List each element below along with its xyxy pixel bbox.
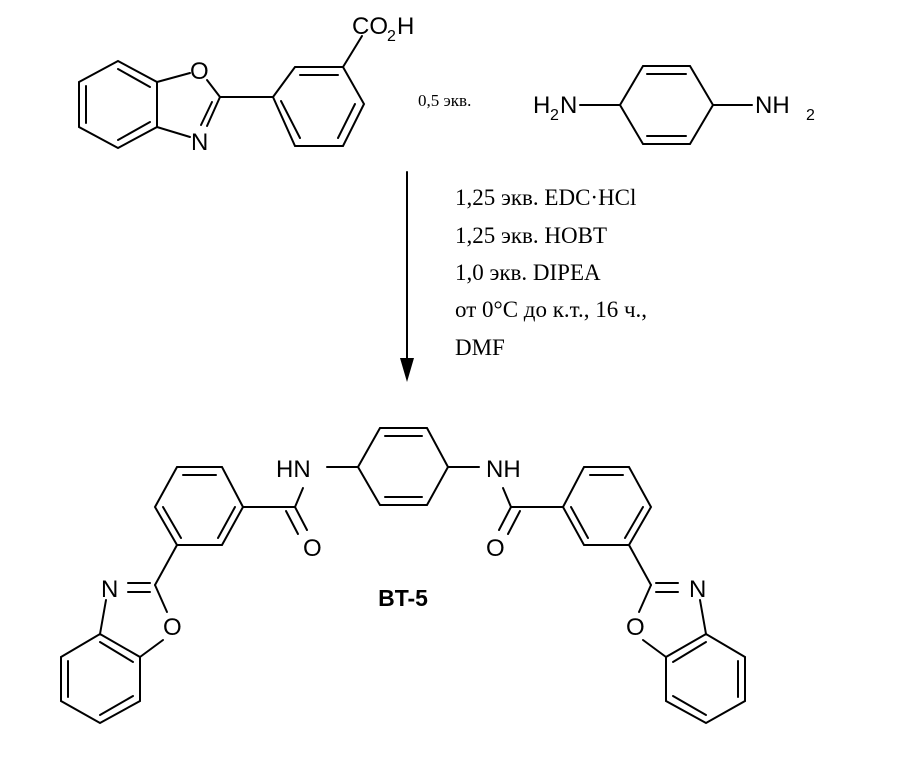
condition-line: 1,25 экв. HOBT bbox=[455, 223, 607, 248]
atom-n: N bbox=[191, 129, 208, 156]
product-label: BT-5 bbox=[378, 585, 428, 611]
reaction-conditions: 1,25 экв. EDC·HCl 1,25 экв. HOBT 1,0 экв… bbox=[455, 185, 647, 360]
reactant-diamine-structure: H 2 N NH 2 bbox=[533, 65, 815, 145]
atom-o: O bbox=[190, 58, 209, 85]
condition-line: DMF bbox=[455, 335, 505, 360]
co2h-main: CO bbox=[352, 13, 388, 40]
atom-nh-right: NH bbox=[486, 456, 521, 483]
product-structure: HN NH O O N O N O BT-5 bbox=[60, 427, 746, 725]
diamine-left-h: H bbox=[533, 92, 550, 119]
atom-n-left: N bbox=[101, 576, 118, 603]
diamine-right-n: NH bbox=[755, 92, 790, 119]
co2h-sub: 2 bbox=[387, 28, 396, 45]
condition-line: 1,0 экв. DIPEA bbox=[455, 260, 601, 285]
atom-o-left: O bbox=[163, 614, 182, 641]
diamine-right-sub: 2 bbox=[806, 107, 815, 124]
atom-o-right: O bbox=[626, 614, 645, 641]
atom-n-right: N bbox=[689, 576, 706, 603]
equivalents-label: 0,5 экв. bbox=[418, 91, 471, 110]
diamine-left-sub: 2 bbox=[550, 107, 559, 124]
diamine-left-n: N bbox=[560, 92, 577, 119]
co2h-h: H bbox=[397, 13, 414, 40]
condition-line: 1,25 экв. EDC·HCl bbox=[455, 185, 636, 210]
atom-o-carbonyl-left: O bbox=[303, 535, 322, 562]
atom-hn-left: HN bbox=[276, 456, 311, 483]
condition-line: от 0°C до к.т., 16 ч., bbox=[455, 297, 647, 322]
reactant-acid-structure: O N CO 2 H bbox=[78, 13, 414, 156]
reaction-arrow bbox=[400, 171, 414, 382]
atom-o-carbonyl-right: O bbox=[486, 535, 505, 562]
